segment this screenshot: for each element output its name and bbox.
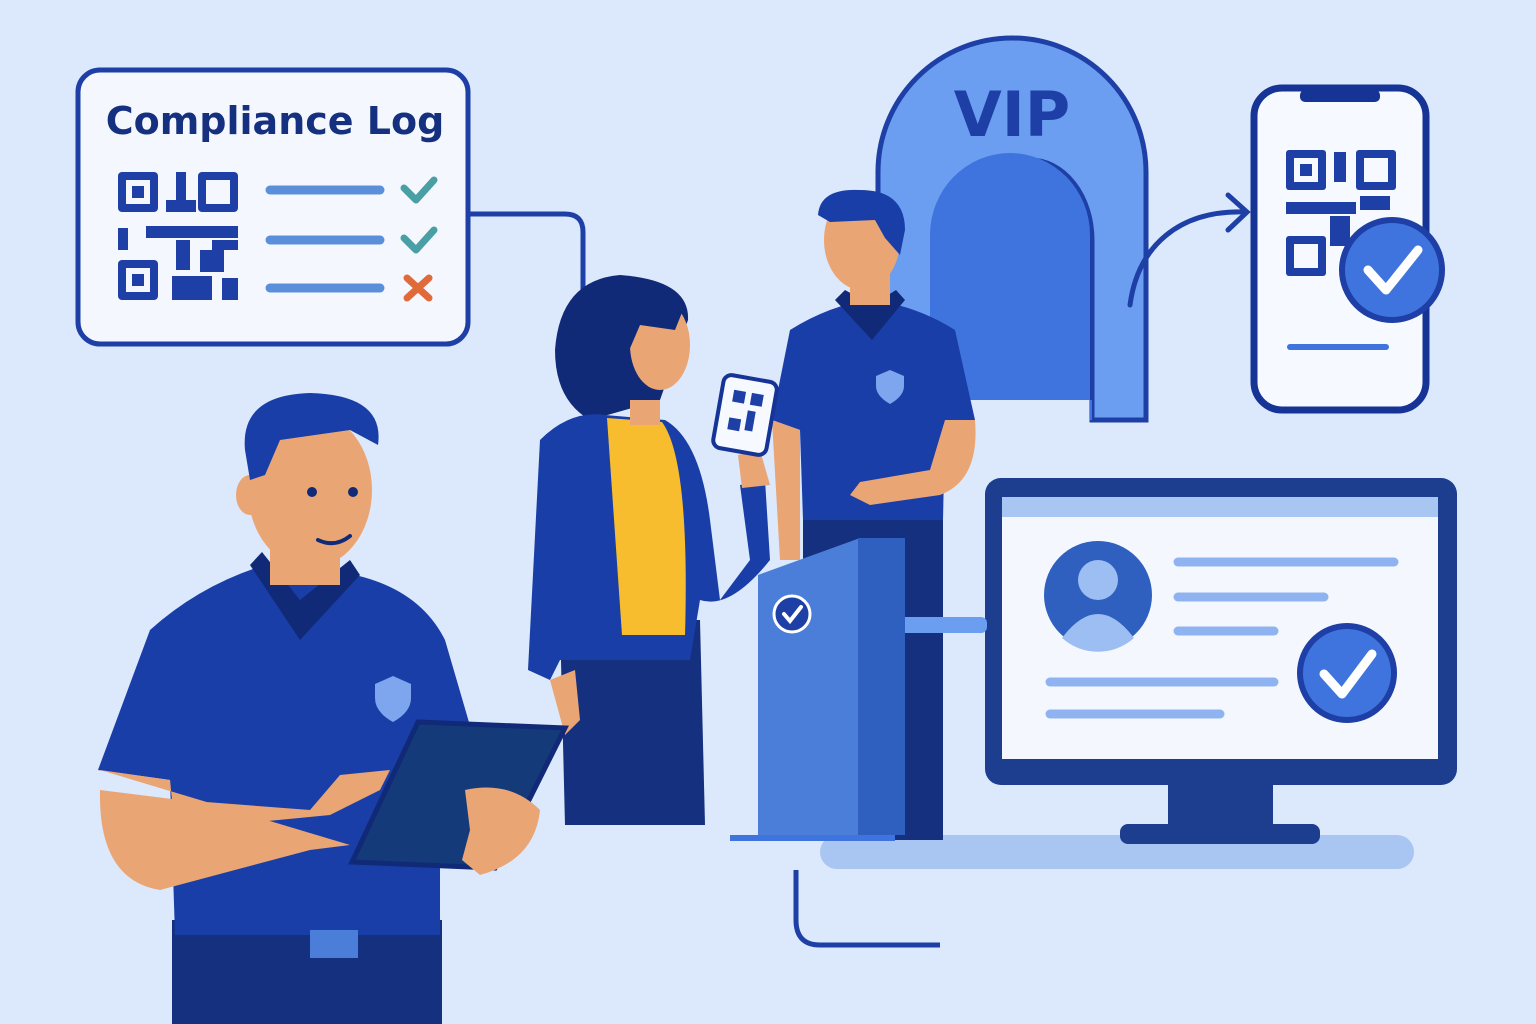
- monitor: [985, 478, 1457, 844]
- shield-badge-icon: [876, 370, 904, 404]
- phone-verified: [1250, 84, 1445, 414]
- qr-code-icon: [1286, 150, 1396, 276]
- visitor-phone: [711, 373, 779, 457]
- visitor-woman: [528, 275, 779, 825]
- connector-line: [793, 870, 940, 948]
- qr-code-icon: [118, 172, 238, 300]
- check-icon: [400, 176, 438, 204]
- check-icon: [1363, 245, 1423, 295]
- check-badge-icon: [772, 594, 812, 634]
- vip-label: VIP: [954, 78, 1071, 151]
- verified-badge: [1339, 217, 1445, 323]
- floor-shadow: [820, 835, 1414, 869]
- connector-line: [470, 211, 586, 298]
- arrow-icon: [1127, 192, 1251, 308]
- verified-badge: [1297, 623, 1397, 723]
- compliance-log-card: Compliance Log: [75, 67, 471, 347]
- user-avatar-icon: [1044, 541, 1152, 652]
- security-guard-foreground: [98, 393, 569, 1024]
- check-icon: [1319, 649, 1377, 699]
- qr-code-icon: [727, 389, 764, 432]
- x-icon: [403, 274, 433, 302]
- check-icon: [400, 226, 438, 254]
- shield-badge-icon: [375, 676, 411, 722]
- turnstile-gate: [730, 538, 987, 841]
- compliance-log-title: Compliance Log: [106, 99, 445, 143]
